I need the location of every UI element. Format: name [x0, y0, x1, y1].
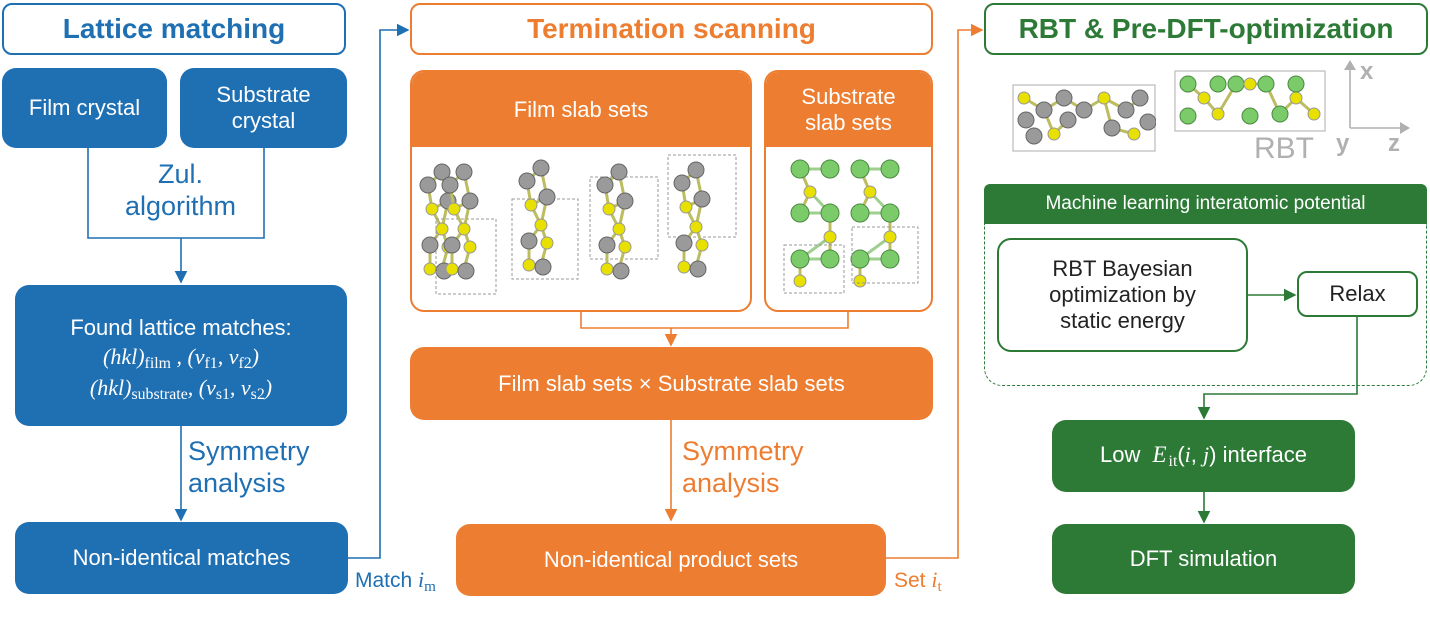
- ml-potential-panel: [984, 224, 1427, 386]
- lattice-matching-header: Lattice matching: [2, 3, 346, 55]
- relax-label: Relax: [1329, 281, 1386, 306]
- found-substrate-formula: (hkl)substrate, (vs1, vs2): [89, 374, 273, 403]
- film-slab-sets-label: Film slab sets: [513, 96, 649, 122]
- rbt-label: RBT: [1254, 132, 1314, 166]
- rbt-title: RBT & Pre-DFT-optimization: [1018, 13, 1394, 44]
- ml-potential-header: Machine learning interatomic potential: [984, 184, 1427, 224]
- substrate-crystal-label: Substrate crystal: [216, 82, 311, 133]
- axis-z-label: z: [1388, 130, 1400, 158]
- product-sets-box: Film slab sets × Substrate slab sets: [410, 347, 933, 420]
- dft-simulation-box: DFT simulation: [1052, 524, 1355, 594]
- substrate-slab-structures: [783, 158, 919, 294]
- bayesian-optimization-label: RBT Bayesian optimization by static ener…: [1049, 256, 1196, 333]
- film-slab-structures: [419, 154, 737, 295]
- film-crystal-label: Film crystal: [28, 95, 141, 120]
- axis-y-label: y: [1336, 130, 1349, 158]
- rbt-header: RBT & Pre-DFT-optimization: [984, 3, 1428, 55]
- termination-scanning-title: Termination scanning: [527, 13, 816, 44]
- interface-structure-after: [1174, 70, 1326, 132]
- non-identical-matches-label: Non-identical matches: [72, 545, 291, 570]
- non-identical-matches-box: Non-identical matches: [15, 522, 348, 594]
- non-identical-product-sets-box: Non-identical product sets: [456, 524, 886, 596]
- film-slab-sets-title-bar: Film slab sets: [412, 72, 750, 147]
- substrate-slab-sets-label: Substrate slab sets: [801, 83, 896, 135]
- axis-x-text: x: [1360, 58, 1374, 85]
- product-sets-label: Film slab sets × Substrate slab sets: [498, 370, 845, 396]
- axis-y-text: y: [1336, 130, 1350, 157]
- symmetry-analysis-label-blue: Symmetry analysis: [186, 436, 336, 500]
- substrate-crystal-box: Substrate crystal: [180, 68, 347, 148]
- symmetry-analysis-text-blue: Symmetry analysis: [188, 436, 310, 498]
- non-identical-product-sets-label: Non-identical product sets: [543, 547, 799, 572]
- lattice-matching-title: Lattice matching: [62, 13, 286, 44]
- zur-algorithm-text: Zul. algorithm: [124, 159, 237, 221]
- relax-box: Relax: [1297, 271, 1418, 317]
- bayesian-optimization-box: RBT Bayesian optimization by static ener…: [997, 238, 1248, 352]
- symmetry-analysis-label-orange: Symmetry analysis: [680, 436, 830, 500]
- found-lattice-matches-title: Found lattice matches:: [70, 315, 292, 340]
- axis-arrows: [1344, 60, 1410, 134]
- symmetry-analysis-text-orange: Symmetry analysis: [682, 436, 804, 498]
- axis-z-text: z: [1388, 130, 1400, 157]
- film-slab-sets-panel: Film slab sets: [410, 70, 752, 312]
- substrate-slab-structure: [790, 159, 840, 288]
- substrate-slab-sets-panel: Substrate slab sets: [764, 70, 933, 312]
- zur-algorithm-label: Zul. algorithm: [98, 155, 263, 227]
- interface-structure-before: [1012, 84, 1156, 152]
- termination-scanning-header: Termination scanning: [410, 3, 933, 55]
- rbt-label-text: RBT: [1254, 132, 1314, 165]
- dft-simulation-label: DFT simulation: [1129, 546, 1278, 571]
- axis-x-label: x: [1360, 58, 1373, 86]
- match-im-label: Match im: [355, 567, 436, 595]
- set-it-label: Set it: [894, 567, 942, 595]
- found-film-formula: (hkl)film , (vf1, vf2): [103, 344, 259, 372]
- ml-potential-title: Machine learning interatomic potential: [1045, 193, 1366, 214]
- substrate-slab-sets-title-bar: Substrate slab sets: [766, 72, 931, 147]
- film-crystal-box: Film crystal: [2, 68, 167, 148]
- found-lattice-matches-box: Found lattice matches: (hkl)film , (vf1,…: [15, 285, 347, 426]
